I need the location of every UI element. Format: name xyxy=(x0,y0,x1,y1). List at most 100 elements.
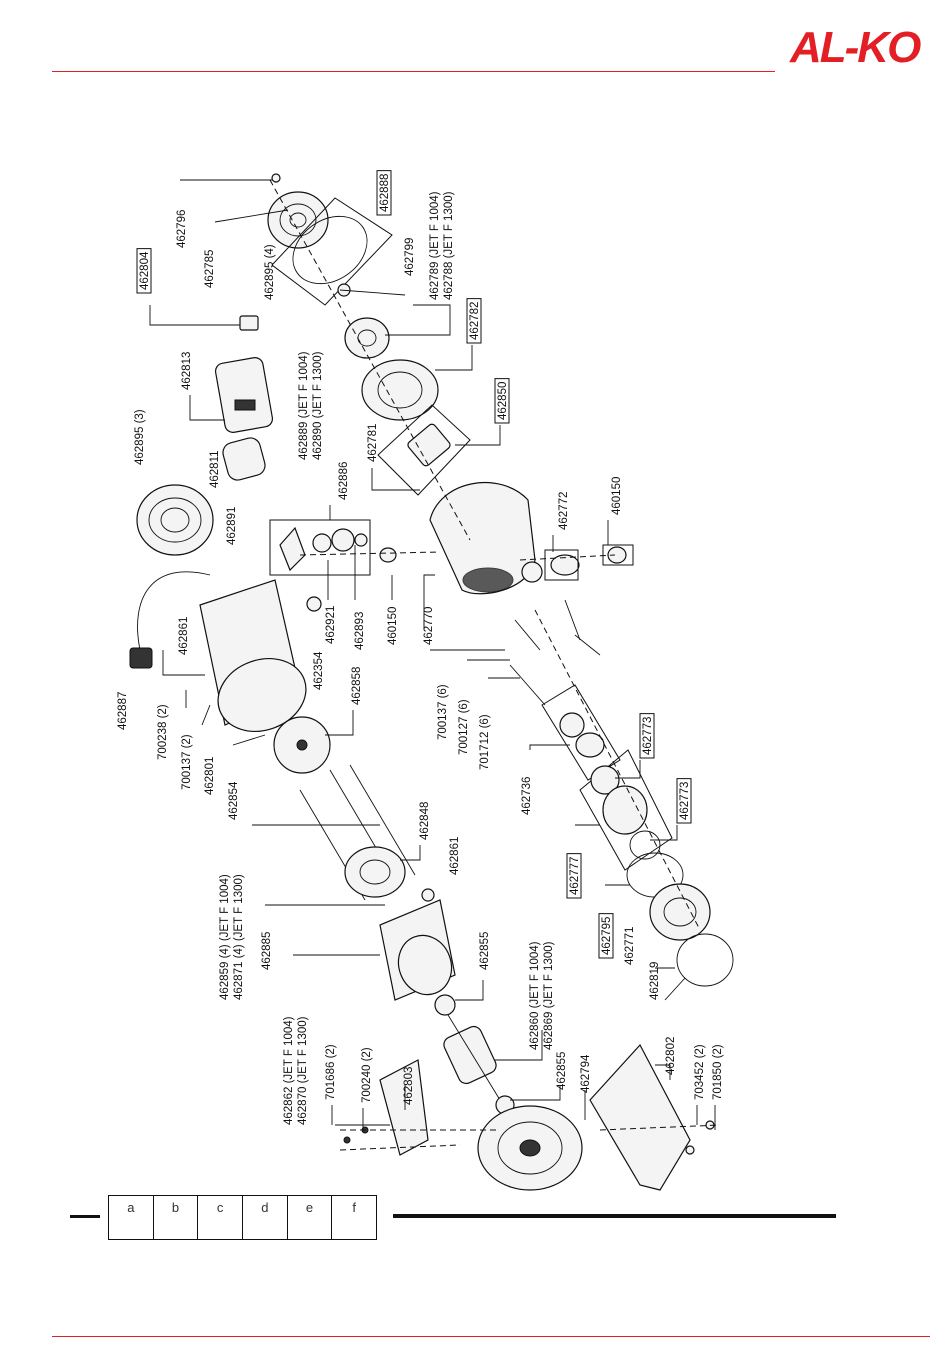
part-label-text: 462887 xyxy=(117,692,129,730)
part-label-text: 462854 xyxy=(228,781,240,820)
part-label-text: 462773 xyxy=(679,782,691,820)
part-label-l56: 462855 xyxy=(556,1052,568,1090)
rotor xyxy=(443,1025,497,1085)
part-label-text: 462871 (4) (JET F 1300) xyxy=(233,874,245,1000)
part-label-text: 462888 xyxy=(379,174,391,212)
brand-logo: AL-KO xyxy=(790,23,921,72)
part-label-text: 462891 xyxy=(226,507,238,545)
version-table: a b c d e f xyxy=(108,1195,377,1240)
part-label-l48: 462860 (JET F 1004) xyxy=(529,941,541,1050)
part-label-text: 462788 (JET F 1300) xyxy=(443,191,455,300)
part-label-text: 462789 (JET F 1004) xyxy=(429,191,441,300)
part-label-text: 462772 xyxy=(558,492,570,530)
version-cell-b: b xyxy=(154,1196,199,1239)
part-label-text: 462893 xyxy=(354,612,366,650)
part-label-text: 701712 (6) xyxy=(479,714,491,770)
filter-lid xyxy=(649,883,711,941)
fan-cover xyxy=(136,484,214,556)
part-label-l44: 462885 xyxy=(261,932,273,970)
part-label-text: 462859 (4) (JET F 1004) xyxy=(219,874,231,1000)
part-label-text: 462862 (JET F 1004) xyxy=(283,1016,295,1125)
filter-cap xyxy=(267,191,329,249)
part-label-text: 462885 xyxy=(261,932,273,970)
part-label-text: 701850 (2) xyxy=(712,1044,724,1100)
part-label-text: 700137 (6) xyxy=(437,684,449,740)
version-cell-e: e xyxy=(288,1196,333,1239)
part-label-l19: 460150 xyxy=(611,477,623,515)
part-label-l53: 701686 (2) xyxy=(325,1044,337,1100)
part-label-text: 462736 xyxy=(521,777,533,815)
part-label-l9: 462813 xyxy=(181,352,193,390)
part-label-l39: 462848 xyxy=(419,802,431,840)
part-label-l20: 462772 xyxy=(558,492,570,530)
part-label-l41: 462859 (4) (JET F 1004) xyxy=(219,874,231,1000)
part-label-text: 462794 xyxy=(580,1054,592,1093)
part-label-text: 462799 xyxy=(404,238,416,276)
base-foot xyxy=(589,1043,691,1191)
part-label-l12: 462890 (JET F 1300) xyxy=(312,351,324,460)
part-label-l13: 462850 xyxy=(494,378,510,424)
part-label-text: 462895 (4) xyxy=(264,244,276,300)
part-label-text: 462855 xyxy=(556,1052,568,1090)
version-cell-f: f xyxy=(352,1200,356,1215)
part-label-l42: 462871 (4) (JET F 1300) xyxy=(233,874,245,1000)
part-label-text: 462811 xyxy=(209,450,221,488)
part-label-l33: 700137 (2) xyxy=(181,734,193,790)
part-label-text: 462795 xyxy=(601,917,613,955)
part-label-l7: 462895 (4) xyxy=(264,244,276,300)
part-label-text: 462771 xyxy=(624,927,636,965)
part-label-l15: 462811 xyxy=(209,450,221,488)
part-label-l3: 462888 xyxy=(376,170,392,216)
part-label-l58: 462802 xyxy=(665,1037,677,1075)
part-label-text: 462870 (JET F 1300) xyxy=(297,1016,309,1125)
leader-lines xyxy=(149,179,716,1130)
part-label-box xyxy=(598,913,614,959)
part-label-l57: 462794 xyxy=(580,1054,592,1093)
part-label-text: 462861 xyxy=(449,837,461,875)
part-label-text: 701686 (2) xyxy=(325,1044,337,1100)
part-label-l50: 462862 (JET F 1004) xyxy=(283,1016,295,1125)
part-label-text: 462895 (3) xyxy=(134,409,146,465)
part-label-l23: 462893 xyxy=(354,612,366,650)
part-label-text: 462921 xyxy=(325,606,337,644)
part-label-l11: 462889 (JET F 1004) xyxy=(298,351,310,460)
part-label-l55: 462803 xyxy=(403,1067,415,1105)
part-label-l38: 462773 xyxy=(676,778,692,824)
diffuser xyxy=(361,359,439,421)
part-label-l2: 462785 xyxy=(204,250,216,288)
part-label-l52: 462819 xyxy=(649,962,661,1000)
filter-cartridge xyxy=(602,785,648,835)
part-label-l31: 700127 (6) xyxy=(458,699,470,755)
part-label-l51: 462870 (JET F 1300) xyxy=(297,1016,309,1125)
part-label-l21: 462861 xyxy=(178,617,190,655)
part-label-l34: 462801 xyxy=(204,757,216,795)
part-label-text: 462782 xyxy=(469,302,481,340)
part-label-l24: 460150 xyxy=(387,607,399,645)
part-label-text: 700137 (2) xyxy=(181,734,193,790)
footer-bar xyxy=(393,1214,836,1218)
version-cell-c: c xyxy=(198,1196,244,1239)
part-label-l35: 462773 xyxy=(639,713,655,759)
part-label-text: 462848 xyxy=(419,802,431,840)
part-label-text: 462354 xyxy=(313,651,325,690)
part-label-text: 462781 xyxy=(367,424,379,462)
part-label-text: 700238 (2) xyxy=(157,704,169,760)
version-dash xyxy=(70,1215,100,1218)
part-label-l17: 462886 xyxy=(338,462,350,500)
part-number-labels: 462796 462785 462888 462799 462789 (JET F 10… xyxy=(117,170,724,1125)
pump-housing xyxy=(429,482,536,595)
part-label-l5: 462789 (JET F 1004) xyxy=(429,191,441,300)
part-label-text: 462802 xyxy=(665,1037,677,1075)
part-label-text: 462803 xyxy=(403,1067,415,1105)
version-cell-a: a xyxy=(109,1196,154,1239)
part-label-text: 703452 (2) xyxy=(694,1044,706,1100)
part-label-l4: 462799 xyxy=(404,238,416,276)
part-label-l47: 462771 xyxy=(624,927,636,965)
part-label-l36: 462854 xyxy=(228,781,240,820)
part-label-l40: 462777 xyxy=(566,853,582,899)
part-label-text: 462770 xyxy=(423,607,435,645)
part-label-text: 462889 (JET F 1004) xyxy=(298,351,310,460)
part-label-text: 462796 xyxy=(176,210,188,248)
capacitor xyxy=(222,437,266,481)
part-label-l1: 462796 xyxy=(176,210,188,248)
